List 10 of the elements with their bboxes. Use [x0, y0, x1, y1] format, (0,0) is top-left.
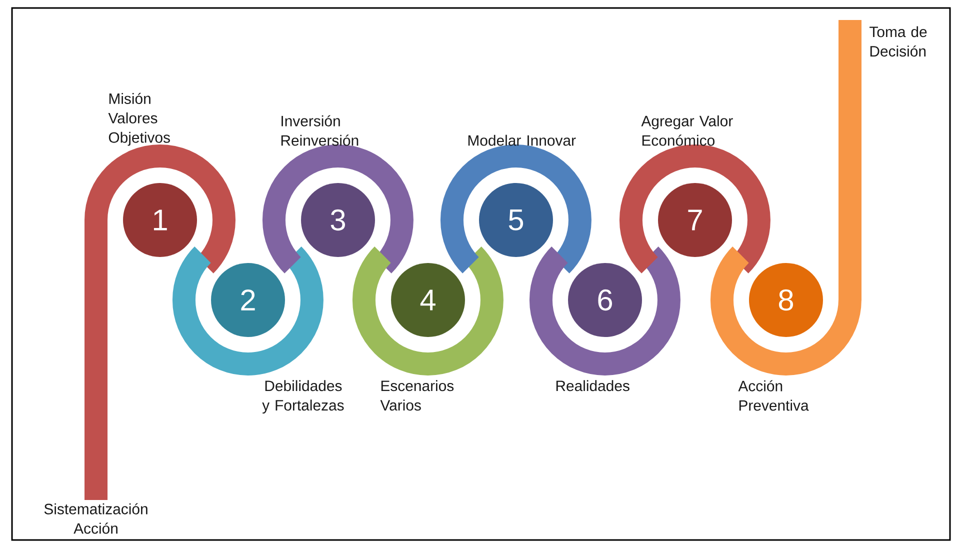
end-label: Sistematización Acción	[44, 503, 148, 534]
end-label: Toma de Decisión	[870, 26, 927, 57]
step-caption: Inversión Reinversión	[281, 115, 358, 146]
step-caption: Modelar Innovar	[468, 134, 576, 146]
step-caption: Realidades	[556, 380, 630, 392]
step-caption: Acción Preventiva	[738, 380, 809, 411]
step-caption: Debilidades y Fortalezas	[262, 380, 344, 414]
step-caption: Agregar Valor Económico	[641, 115, 733, 146]
step-caption: Misión Valores Objetivos	[108, 92, 170, 146]
step-caption: Escenarios Varios	[380, 380, 454, 411]
